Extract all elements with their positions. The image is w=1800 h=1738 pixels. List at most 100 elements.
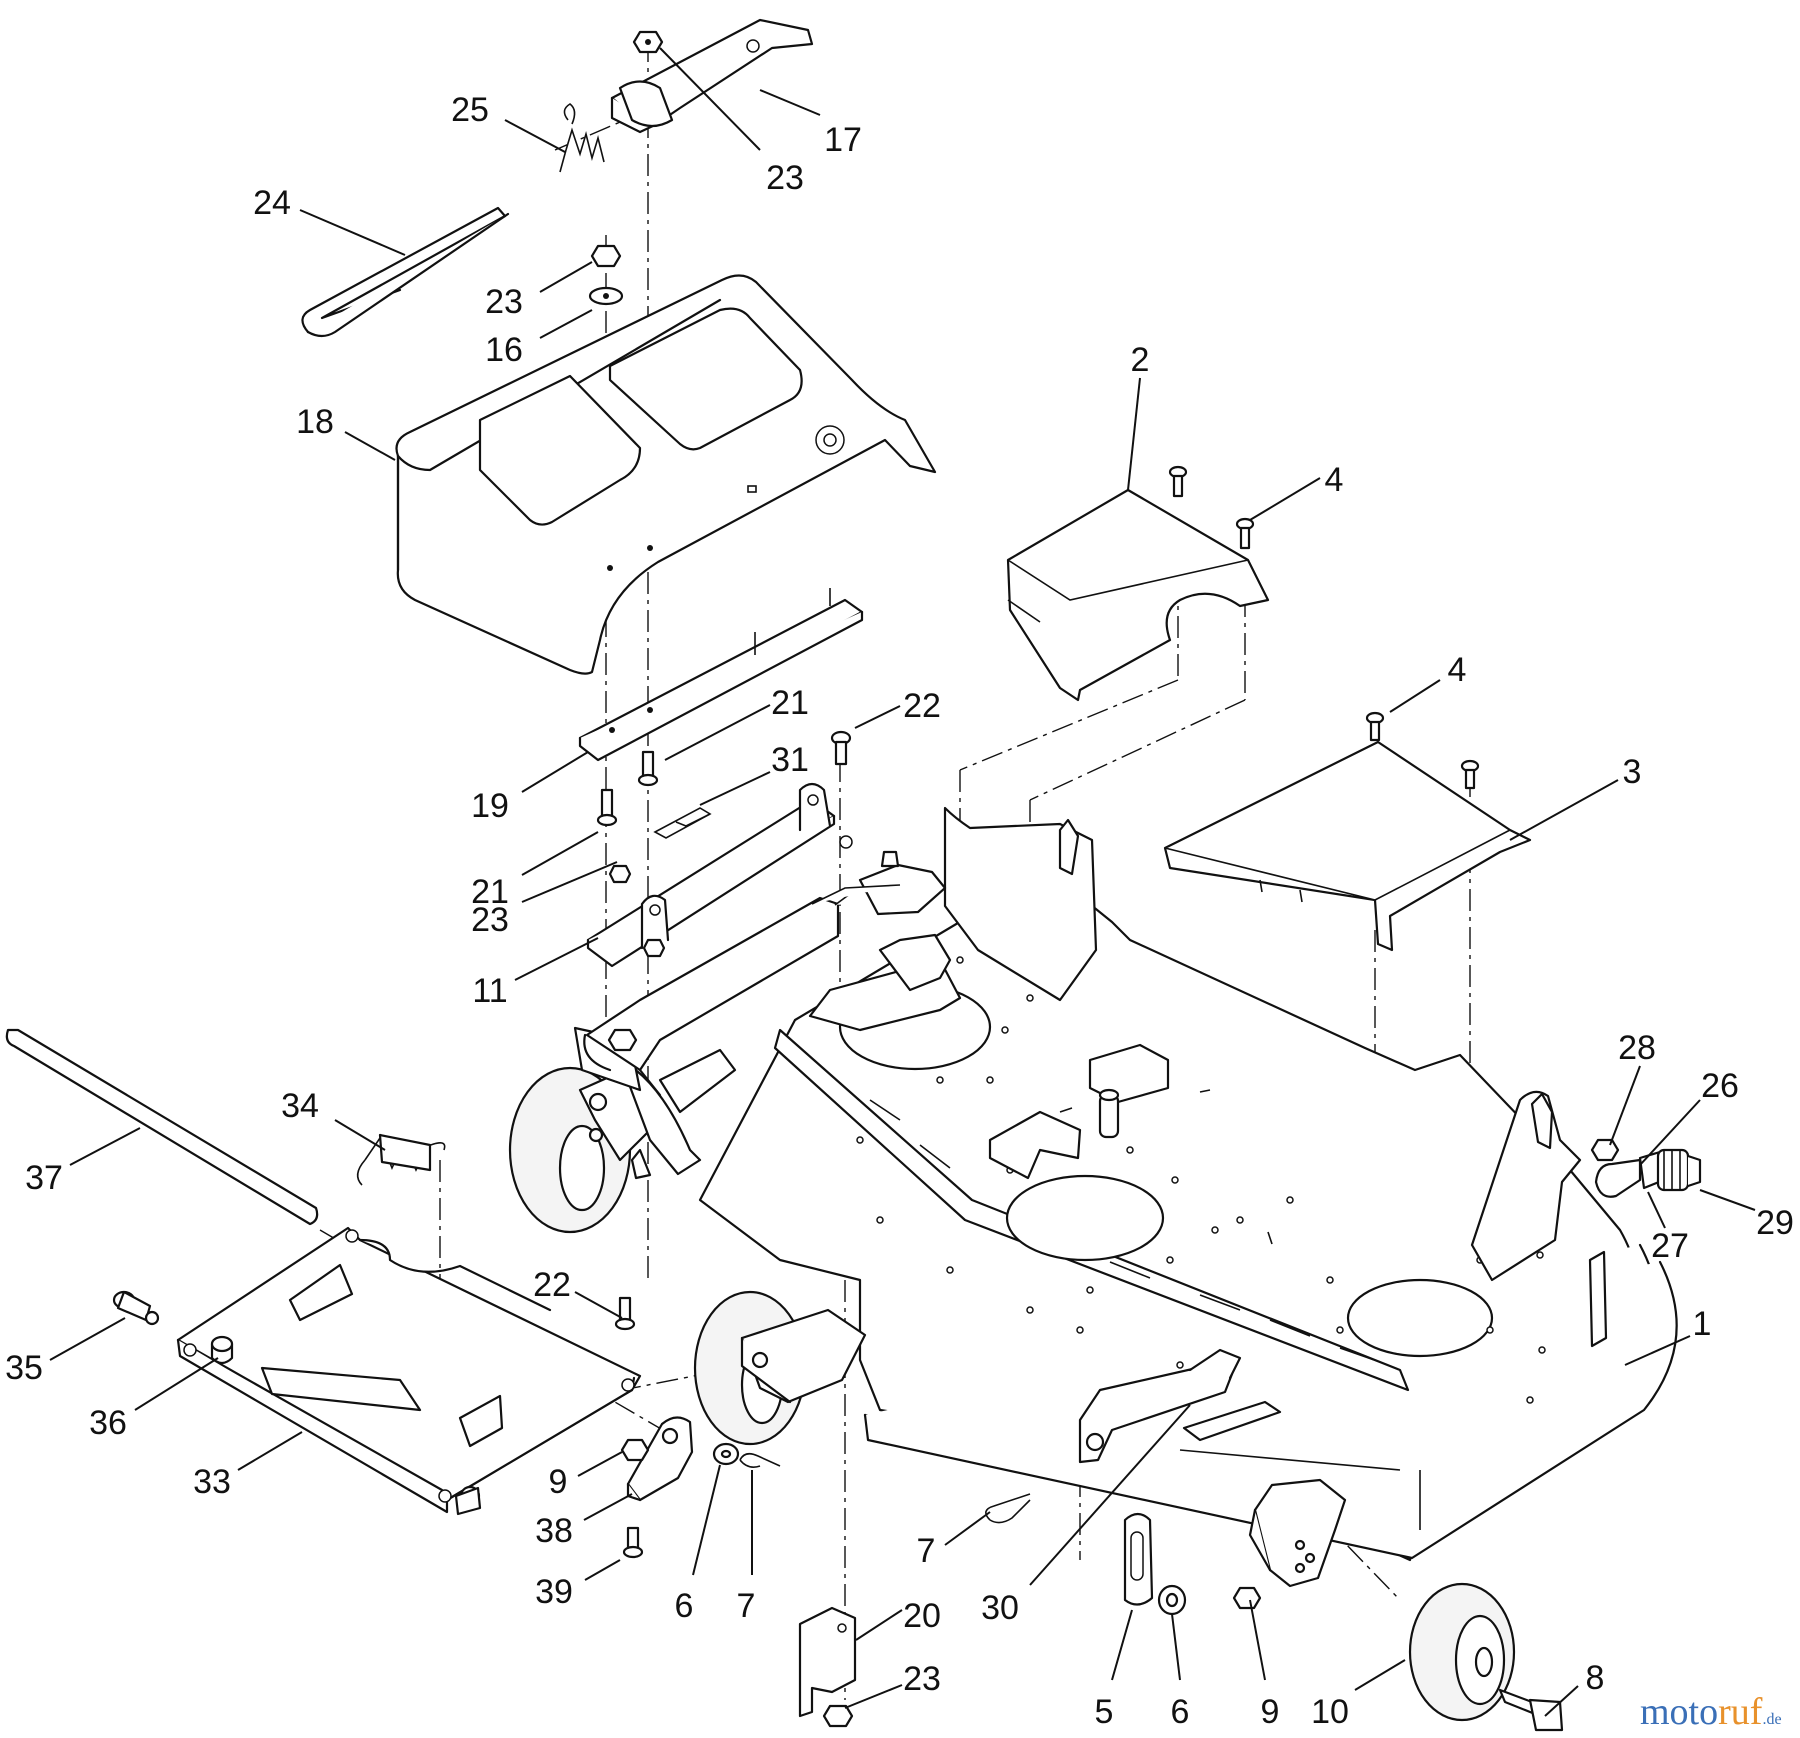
part-right-front-bracket xyxy=(1248,1478,1347,1588)
watermark-part1: moto xyxy=(1640,1691,1719,1733)
callout-label-c20: 20 xyxy=(903,1597,941,1635)
leader-c34 xyxy=(334,1119,386,1151)
callout-label-c38: 38 xyxy=(535,1512,573,1550)
leader-c20 xyxy=(855,1609,903,1641)
leader-c24 xyxy=(299,209,406,256)
part-10-wheel xyxy=(1408,1582,1516,1722)
roller-left-front xyxy=(693,1290,867,1446)
leader-c1 xyxy=(1624,1335,1691,1366)
callout-label-c36: 36 xyxy=(89,1404,127,1442)
part-6-7-washer-pin-left xyxy=(712,1442,781,1468)
part-3-belt-cover xyxy=(1163,740,1532,952)
callout-label-c6a: 6 xyxy=(675,1587,694,1625)
callout-label-c17: 17 xyxy=(824,121,862,159)
part-38-bracket xyxy=(626,1416,694,1502)
part-19-plate xyxy=(578,588,864,762)
leader-c21b xyxy=(521,831,599,876)
leader-c10 xyxy=(1354,1659,1406,1691)
part-9-nut-right xyxy=(1232,1586,1262,1610)
callout-label-c34: 34 xyxy=(281,1087,319,1125)
callout-label-c28: 28 xyxy=(1618,1029,1656,1067)
part-34-spring xyxy=(356,1133,446,1186)
leader-c3 xyxy=(1509,779,1619,841)
leader-c28 xyxy=(1609,1065,1641,1146)
part-6-washer-right xyxy=(1157,1584,1187,1616)
part-4-bolts-cover3 xyxy=(1365,711,1480,790)
part-17-top-bracket xyxy=(610,18,814,134)
callout-label-c11: 11 xyxy=(472,972,507,1010)
leader-c4b xyxy=(1389,679,1441,713)
part-33-front-plate xyxy=(176,1226,642,1516)
leader-c16 xyxy=(539,309,593,339)
part-35-pin xyxy=(112,1290,160,1326)
leader-c19 xyxy=(521,751,589,793)
callout-label-c37: 37 xyxy=(25,1159,63,1197)
callout-label-c7b: 7 xyxy=(737,1587,756,1625)
callout-label-c30: 30 xyxy=(981,1589,1019,1627)
callout-label-c4b: 4 xyxy=(1448,651,1467,689)
callout-label-c25: 25 xyxy=(451,91,489,129)
leader-c7a xyxy=(944,1511,991,1546)
watermark-part2: ruf xyxy=(1718,1691,1763,1733)
roller-left-rear xyxy=(508,1026,737,1234)
part-23-nut-top xyxy=(632,30,664,54)
callout-label-c6b: 6 xyxy=(1171,1693,1190,1731)
leader-c23c xyxy=(521,861,618,903)
part-9-nut-left xyxy=(620,1438,650,1462)
callout-label-c9a: 9 xyxy=(549,1463,568,1501)
callout-label-c22a: 22 xyxy=(903,687,941,725)
part-31-decal xyxy=(653,807,712,839)
leader-c30 xyxy=(1029,1404,1191,1586)
callout-label-c21a: 21 xyxy=(771,684,809,722)
leader-c9b xyxy=(1249,1599,1266,1681)
part-1-mower-deck xyxy=(698,806,1678,1562)
part-20-bracket xyxy=(798,1606,857,1718)
leader-c25 xyxy=(504,119,566,153)
watermark-logo: motoruf.de xyxy=(1640,1690,1782,1734)
leader-c11 xyxy=(514,937,599,981)
leader-c37 xyxy=(69,1127,141,1166)
callout-label-c39: 39 xyxy=(535,1573,573,1611)
part-21-bolts xyxy=(596,750,659,827)
part-23-nut-lower-left xyxy=(607,1028,638,1052)
callout-leaders xyxy=(49,47,1756,1717)
leader-c6b xyxy=(1171,1613,1181,1681)
part-26-29-fitting xyxy=(1590,1138,1702,1198)
leader-c22b xyxy=(574,1291,623,1319)
leader-c27 xyxy=(1647,1191,1666,1229)
leader-c5 xyxy=(1111,1609,1133,1681)
callout-label-c35: 35 xyxy=(5,1349,43,1387)
leader-c35 xyxy=(49,1317,126,1361)
part-39-bolt xyxy=(622,1526,644,1559)
callout-label-c29: 29 xyxy=(1756,1204,1794,1242)
callout-label-c23a: 23 xyxy=(766,159,804,197)
part-2-belt-cover xyxy=(1006,488,1270,702)
part-30-front-bracket xyxy=(1078,1348,1282,1464)
leader-c6a xyxy=(692,1464,721,1576)
leader-c23d xyxy=(844,1684,903,1709)
part-36-bushing xyxy=(210,1335,234,1365)
part-7-pin-right xyxy=(985,1493,1031,1524)
leader-c26 xyxy=(1639,1099,1701,1166)
leader-c4a xyxy=(1249,477,1321,521)
callout-label-c16: 16 xyxy=(485,331,523,369)
callout-label-c3: 3 xyxy=(1623,753,1642,791)
leader-c8 xyxy=(1544,1685,1579,1717)
part-4-bolts-cover2 xyxy=(1168,465,1255,550)
callout-label-c26: 26 xyxy=(1701,1067,1739,1105)
callout-label-c21b: 21 xyxy=(471,873,509,911)
callout-label-c18: 18 xyxy=(296,403,334,441)
leader-c23b xyxy=(539,261,593,293)
part-22-bolt-top xyxy=(830,730,852,766)
part-11-mount-plate xyxy=(586,782,853,968)
leader-c39 xyxy=(584,1559,621,1581)
leader-c33 xyxy=(237,1431,303,1471)
callout-label-c19: 19 xyxy=(471,787,509,825)
deck-left-arm xyxy=(585,850,947,1072)
callout-label-c7a: 7 xyxy=(917,1532,936,1570)
leader-c23a xyxy=(659,47,761,151)
leader-c31 xyxy=(699,771,771,806)
callout-label-c4a: 4 xyxy=(1325,461,1344,499)
part-37-long-rod xyxy=(5,1028,319,1226)
